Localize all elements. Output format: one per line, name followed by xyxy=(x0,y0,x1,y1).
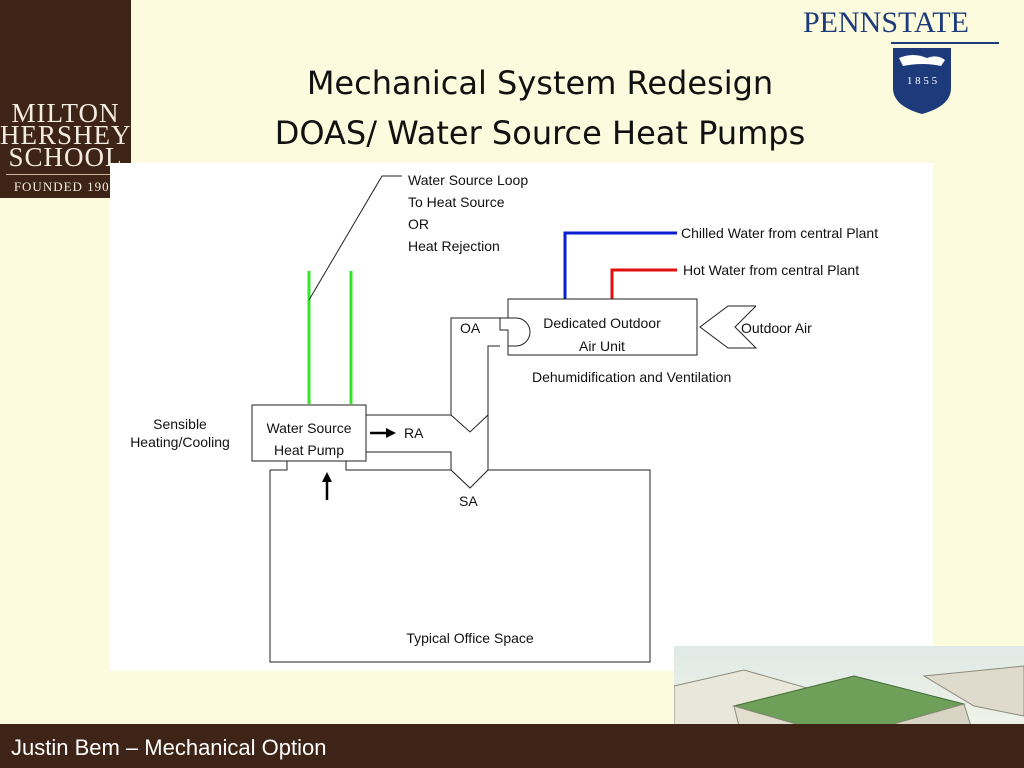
ra-label: RA xyxy=(404,425,424,441)
loop-label-line-4: Heat Rejection xyxy=(408,238,500,254)
loop-label-line-1: Water Source Loop xyxy=(408,172,528,188)
office-space-label: Typical Office Space xyxy=(406,630,534,646)
doas-unit-label-line-2: Air Unit xyxy=(579,338,625,354)
doas-unit-box xyxy=(507,298,698,356)
footer-bar: Justin Bem – Mechanical Option xyxy=(0,724,1024,768)
slide-title-line-2: DOAS/ Water Source Heat Pumps xyxy=(274,114,806,152)
office-space-top-corner xyxy=(270,461,288,471)
office-space-box xyxy=(269,469,651,663)
chilled-water-pipe xyxy=(563,231,677,299)
logo-founded: FOUNDED 1909 xyxy=(6,174,125,195)
sensible-label-line-1: Sensible xyxy=(153,416,207,432)
doas-function-label: Dehumidification and Ventilation xyxy=(532,369,731,385)
sensible-label-line-2: Heating/Cooling xyxy=(130,434,230,450)
ra-arrowhead-icon xyxy=(386,428,396,438)
footer-author: Justin Bem – Mechanical Option xyxy=(11,735,327,760)
penn-state-wordmark: PENNSTATE xyxy=(803,6,969,39)
loop-label-line-2: To Heat Source xyxy=(408,194,505,210)
logo-line-milton: MILTON xyxy=(11,98,120,128)
penn-state-logo: PENNSTATE 1 8 5 5 xyxy=(803,2,1003,122)
fan-icon xyxy=(499,317,531,347)
office-space-top-left xyxy=(345,461,451,471)
shield-icon: 1 8 5 5 xyxy=(893,48,951,114)
loop-label-line-3: OR xyxy=(408,216,429,232)
outdoor-air-label: Outdoor Air xyxy=(741,320,812,336)
slide-title-line-1: Mechanical System Redesign xyxy=(306,64,774,102)
logo-line-hershey: HERSHEY xyxy=(0,120,132,150)
chilled-water-label: Chilled Water from central Plant xyxy=(681,225,878,241)
outdoor-air-intake-icon xyxy=(699,305,758,349)
sa-label: SA xyxy=(459,493,478,509)
hot-water-pipe xyxy=(610,268,677,299)
milton-hershey-school-logo: MILTON HERSHEY SCHOOL FOUNDED 1909 xyxy=(0,0,131,198)
doas-unit-label-line-1: Dedicated Outdoor xyxy=(543,315,661,331)
svg-text:1 8 5 5: 1 8 5 5 xyxy=(907,75,938,87)
wordmark-underline xyxy=(891,42,999,44)
up-arrowhead-icon xyxy=(322,472,332,482)
heat-pump-label-line-1: Water Source xyxy=(266,420,351,436)
sa-duct xyxy=(366,415,489,489)
heat-pump-label-line-2: Heat Pump xyxy=(274,442,344,458)
loop-label-leader xyxy=(308,175,402,301)
oa-duct xyxy=(450,317,500,433)
hot-water-label: Hot Water from central Plant xyxy=(683,262,859,278)
oa-label: OA xyxy=(460,320,481,336)
diagram-background xyxy=(110,163,933,671)
heat-pump-box xyxy=(251,404,367,462)
logo-line-school: SCHOOL xyxy=(8,142,123,172)
